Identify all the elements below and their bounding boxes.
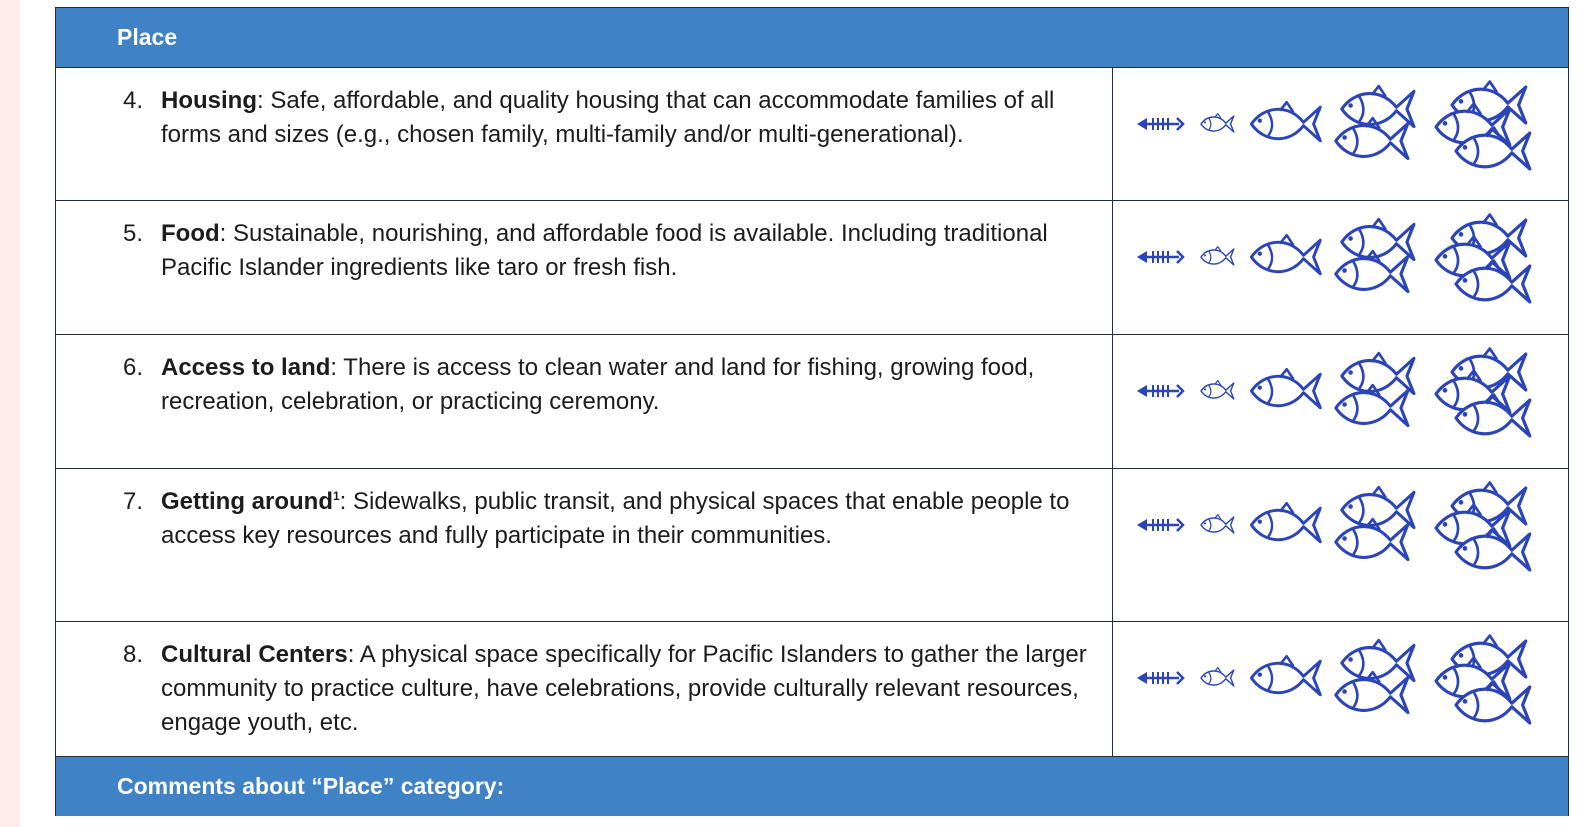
rating-scale-graphic (1131, 345, 1551, 445)
item-number: 7. (122, 488, 143, 515)
fish-rating-scale[interactable] (1113, 335, 1568, 468)
fish-rating-scale[interactable] (1113, 622, 1568, 756)
item-number: 8. (122, 641, 143, 668)
item-description: Food: Sustainable, nourishing, and affor… (161, 217, 1112, 334)
item-term: Food (161, 220, 220, 247)
fish-rating-scale[interactable] (1113, 68, 1568, 200)
item-term: Access to land (161, 354, 331, 381)
rating-scale-graphic (1131, 211, 1551, 311)
item-term: Housing (161, 87, 257, 114)
item-term: Getting around (161, 488, 333, 515)
item-text: : Safe, affordable, and quality housing … (161, 87, 1055, 148)
item-text: : Sustainable, nourishing, and affordabl… (161, 220, 1048, 281)
item-description: Getting around1: Sidewalks, public trans… (161, 485, 1112, 621)
document-page: Place 4. Housing: Safe, affordable, and … (20, 0, 1591, 827)
fish-rating-scale[interactable] (1113, 469, 1568, 621)
rating-scale-graphic (1131, 632, 1551, 732)
table-row: 6. Access to land: There is access to cl… (55, 335, 1569, 469)
table-row: 7. Getting around1: Sidewalks, public tr… (55, 469, 1569, 622)
item-number: 6. (122, 354, 143, 381)
item-number: 5. (122, 220, 143, 247)
item-number: 4. (122, 87, 143, 114)
place-rating-table: Place 4. Housing: Safe, affordable, and … (55, 7, 1569, 816)
item-term: Cultural Centers (161, 641, 348, 668)
item-text: : There is access to clean water and lan… (161, 354, 1035, 415)
item-text: : A physical space specifically for Paci… (161, 641, 1087, 736)
comments-label: Comments about “Place” category: (117, 773, 505, 799)
item-text: : Sidewalks, public transit, and physica… (161, 488, 1070, 549)
comments-footer: Comments about “Place” category: (55, 756, 1569, 816)
section-header: Place (55, 8, 1569, 68)
table-row: 5. Food: Sustainable, nourishing, and af… (55, 201, 1569, 335)
table-row: 8. Cultural Centers: A physical space sp… (55, 622, 1569, 756)
footnote-marker: 1 (332, 489, 340, 503)
rating-scale-graphic (1131, 78, 1551, 178)
item-description: Housing: Safe, affordable, and quality h… (161, 84, 1112, 200)
table-row: 4. Housing: Safe, affordable, and qualit… (55, 68, 1569, 201)
rating-scale-graphic (1131, 479, 1551, 579)
item-description: Access to land: There is access to clean… (161, 351, 1112, 468)
fish-rating-scale[interactable] (1113, 201, 1568, 334)
item-description: Cultural Centers: A physical space speci… (161, 638, 1112, 756)
section-title: Place (117, 24, 178, 50)
